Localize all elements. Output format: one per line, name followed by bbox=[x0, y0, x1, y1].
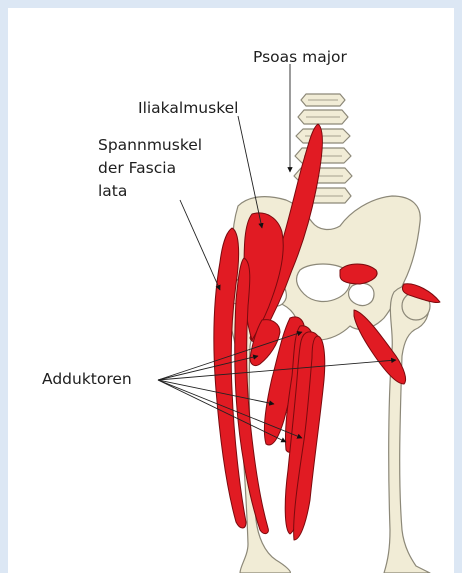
label-spannmuskel-line1: Spannmuskel bbox=[98, 136, 202, 154]
label-iliakalmuskel: Iliakalmuskel bbox=[138, 99, 238, 117]
spannmuskel-leader bbox=[180, 200, 220, 290]
label-adduktoren: Adduktoren bbox=[42, 370, 132, 388]
label-spannmuskel-line2: der Fascia bbox=[98, 159, 176, 177]
label-psoas-major: Psoas major bbox=[253, 48, 348, 66]
right-femur bbox=[384, 286, 430, 573]
label-spannmuskel-line3: lata bbox=[98, 182, 127, 200]
obturator-foramen-right bbox=[349, 283, 374, 305]
